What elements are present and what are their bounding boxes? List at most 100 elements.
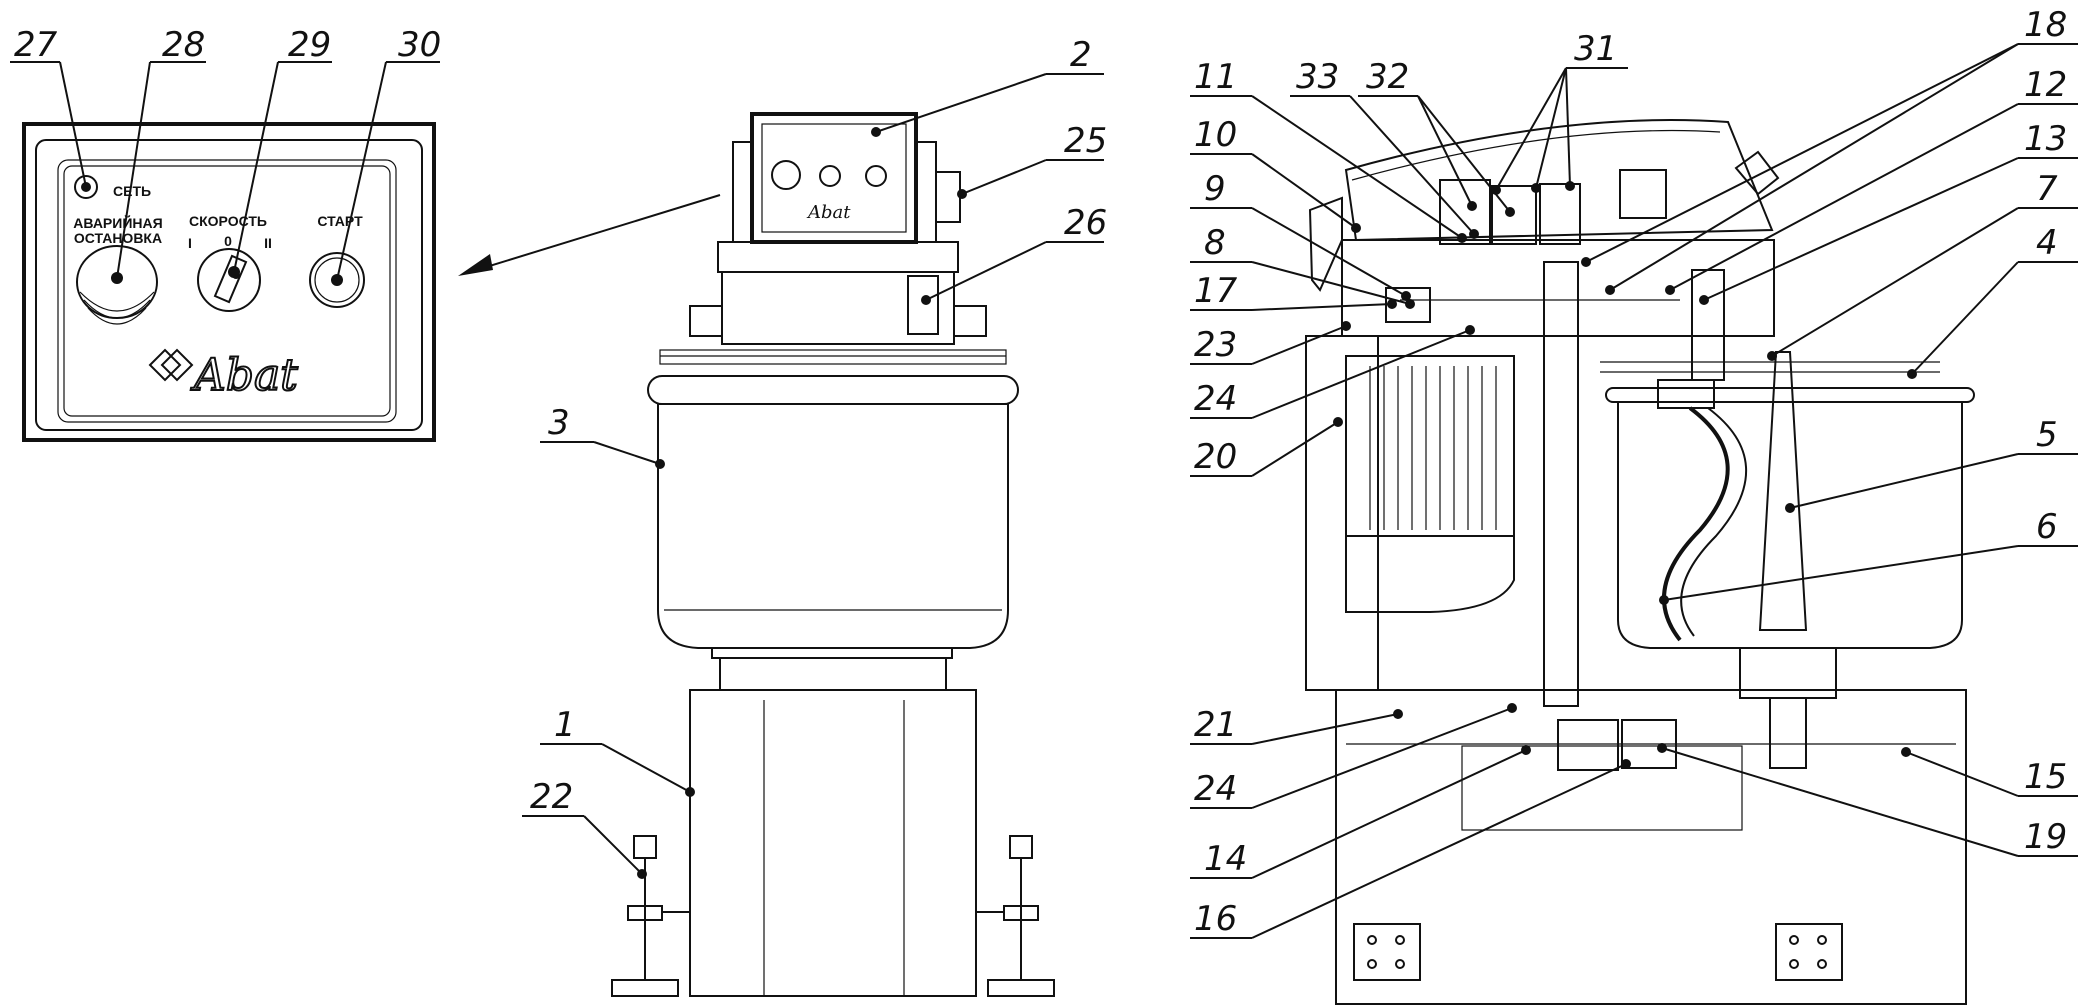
front-foot-left	[611, 835, 691, 997]
emergency-label-line1: АВАРИЙНАЯ	[73, 214, 162, 231]
callout-9: 9	[1190, 169, 1411, 301]
svg-text:27: 27	[14, 25, 58, 65]
control-panel-detail: СЕТЬ АВАРИЙНАЯ ОСТАНОВКА СКОРОСТЬ 0 I II…	[22, 122, 436, 442]
callout-22: 22	[522, 777, 647, 879]
svg-text:25: 25	[1064, 121, 1107, 161]
svg-text:12: 12	[2024, 65, 2067, 105]
section-motor	[1345, 355, 1515, 537]
svg-text:29: 29	[288, 25, 331, 65]
front-logo-text: Abat	[806, 202, 851, 223]
section-foot-right	[1775, 923, 1843, 981]
section-motor-casing	[1305, 335, 1379, 691]
start-button[interactable]	[309, 252, 365, 308]
svg-text:7: 7	[2036, 169, 2058, 209]
front-side-connector	[935, 171, 961, 223]
front-guard-grille	[659, 349, 1007, 365]
speed-position-0: 0	[224, 233, 232, 249]
section-view	[1305, 119, 1975, 1005]
svg-text:30: 30	[398, 25, 441, 65]
callout-6: 6	[1659, 507, 2078, 605]
svg-text:26: 26	[1064, 203, 1107, 243]
emergency-stop-rim	[79, 291, 155, 312]
callout-11: 11	[1190, 57, 1467, 243]
callout-15: 15	[1901, 747, 2078, 797]
svg-text:13: 13	[2024, 119, 2067, 159]
front-bowl-rim	[647, 375, 1019, 405]
svg-text:3: 3	[548, 403, 570, 443]
svg-text:28: 28	[162, 25, 205, 65]
callout-4: 4	[1907, 223, 2078, 379]
callout-33: 33	[1290, 57, 1479, 239]
svg-text:24: 24	[1194, 379, 1237, 419]
callout-20: 20	[1190, 417, 1343, 477]
power-indicator-lamp	[74, 175, 98, 199]
front-bowl	[657, 403, 1009, 649]
callout-27: 27	[10, 25, 91, 192]
svg-text:4: 4	[2036, 223, 2058, 263]
abat-logo: Abat	[148, 348, 299, 402]
svg-text:19: 19	[2024, 817, 2067, 857]
speed-selector-knob[interactable]	[197, 248, 261, 312]
callout-23: 23	[1190, 321, 1351, 365]
svg-text:1: 1	[554, 705, 576, 745]
speed-label: СКОРОСТЬ	[189, 213, 267, 229]
logo-mark-icon	[148, 348, 182, 382]
section-bowl	[1617, 402, 1963, 649]
callout-24-bottom: 24	[1190, 703, 1517, 809]
svg-text:10: 10	[1194, 115, 1237, 155]
front-body	[689, 689, 977, 997]
callout-14: 14	[1190, 745, 1531, 879]
callout-26: 26	[921, 203, 1107, 305]
svg-text:8: 8	[1204, 223, 1226, 263]
svg-text:32: 32	[1366, 57, 1409, 97]
svg-text:5: 5	[2036, 415, 2058, 455]
callout-31: 31	[1491, 29, 1628, 195]
panel-face	[35, 139, 423, 431]
callout-1: 1	[540, 705, 695, 797]
callout-25: 25	[957, 121, 1107, 199]
section-bowl-rim	[1605, 387, 1975, 403]
callout-10: 10	[1190, 115, 1361, 233]
callout-30: 30	[331, 25, 441, 286]
svg-text:23: 23	[1194, 325, 1237, 365]
svg-text:31: 31	[1574, 29, 1617, 69]
callout-17: 17	[1190, 271, 1397, 311]
section-base-panel	[1461, 745, 1743, 831]
logo-text: Abat	[190, 350, 298, 401]
speed-position-1: I	[188, 235, 192, 251]
speed-position-2: II	[264, 235, 272, 251]
svg-text:20: 20	[1194, 437, 1237, 477]
motor-fins	[1369, 366, 1497, 530]
power-indicator-label: СЕТЬ	[113, 183, 151, 199]
svg-text:22: 22	[530, 777, 573, 817]
callout-2: 2	[871, 35, 1104, 137]
emergency-label-line2: ОСТАНОВКА	[74, 230, 162, 246]
section-foot-left	[1353, 923, 1421, 981]
svg-text:16: 16	[1194, 899, 1237, 939]
svg-text:15: 15	[2024, 757, 2067, 797]
callout-29: 29	[228, 25, 332, 278]
section-breaker-bar	[1758, 351, 1808, 631]
callout-7: 7	[1767, 169, 2078, 361]
section-gearbox	[1341, 239, 1775, 337]
front-bowl-base	[719, 657, 947, 691]
section-lid	[1344, 119, 1774, 242]
panel-inner-border	[57, 159, 397, 423]
section-left-bracket	[1308, 196, 1343, 292]
section-base-frame	[1335, 689, 1967, 1005]
callout-16: 16	[1190, 759, 1631, 939]
panel-outer-frame	[22, 122, 436, 442]
svg-text:9: 9	[1204, 169, 1226, 209]
speed-selector-handle	[213, 254, 248, 304]
section-spiral-hook	[1662, 406, 1730, 642]
callout-13: 13	[1699, 119, 2078, 305]
svg-text:24: 24	[1194, 769, 1237, 809]
svg-text:18: 18	[2024, 5, 2067, 45]
callout-3: 3	[540, 403, 665, 469]
callout-18: 18	[1581, 5, 2078, 295]
callout-12: 12	[1665, 65, 2078, 295]
panel-inner-border-2	[63, 165, 391, 417]
section-central-shaft	[1543, 261, 1579, 707]
callout-28: 28	[111, 25, 206, 284]
